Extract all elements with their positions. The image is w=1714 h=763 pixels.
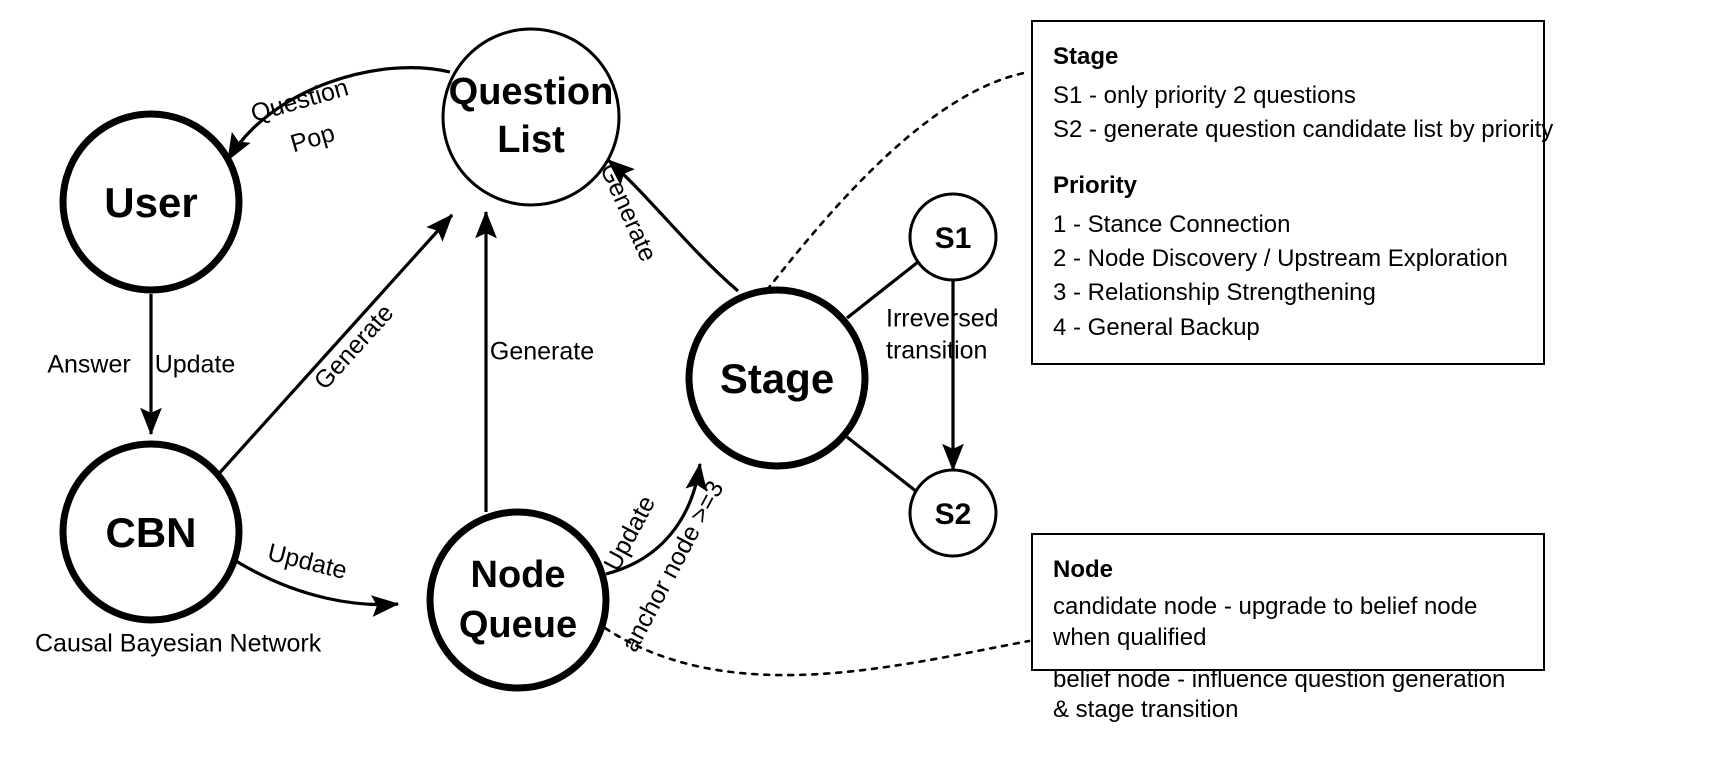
stage-info-line-s2: S2 - generate question candidate list by…: [1053, 116, 1554, 144]
edge-label-generate-cbn: Generate: [309, 299, 400, 395]
stage-info-box: Stage S1 - only priority 2 questions S2 …: [1031, 20, 1554, 365]
node-s1[interactable]: [908, 192, 998, 282]
node-info-box: Node candidate node - upgrade to belief …: [1031, 533, 1545, 723]
edge-stage-to-question-list: [606, 158, 740, 293]
stage-info-line-s1: S1 - only priority 2 questions: [1053, 82, 1356, 110]
priority-info-line-3: 3 - Relationship Strengthening: [1053, 279, 1376, 307]
edge-label-question: Question: [248, 73, 352, 127]
stage-info-title: Stage: [1053, 43, 1119, 70]
node-cbn[interactable]: [59, 440, 243, 624]
edge-label-update-cbn-node-queue: Update: [265, 538, 350, 585]
edge-question-pop: [226, 66, 451, 162]
node-info-line-belief: belief node - influence question generat…: [1053, 665, 1506, 724]
edge-label-answer: Answer: [47, 351, 130, 379]
node-stage[interactable]: [685, 286, 869, 470]
edge-stage-to-s2: [846, 435, 918, 494]
edge-label-pop: Pop: [287, 119, 337, 158]
edge-label-generate-node-queue: Generate: [490, 338, 594, 366]
node-s1-label: S1: [935, 222, 972, 255]
priority-info-line-2: 2 - Node Discovery / Upstream Exploratio…: [1053, 245, 1508, 273]
priority-info-title: Priority: [1053, 172, 1138, 200]
edge-label-update-user-cbn: Update: [155, 351, 236, 379]
node-user[interactable]: [59, 110, 243, 294]
node-node-queue-label-line2: Queue: [459, 604, 577, 646]
edge-label-update-node-queue-stage: Update: [598, 491, 661, 575]
edge-label-irreversed-line1: Irreversed: [886, 305, 999, 333]
node-s2-label: S2: [935, 498, 972, 531]
node-info-title: Node: [1053, 556, 1113, 583]
node-stage-label: Stage: [720, 355, 834, 402]
node-question-list-label-line1: Question: [449, 71, 614, 113]
callout-node-queue-to-info: [603, 626, 1031, 677]
node-node-queue-label-line1: Node: [471, 554, 566, 596]
cbn-caption: Causal Bayesian Network: [35, 630, 322, 658]
callout-stage-to-info: [765, 70, 1031, 292]
node-info-line-candidate: candidate node - upgrade to belief node …: [1053, 593, 1478, 651]
node-info-spacer: [1053, 654, 1521, 665]
node-user-label: User: [104, 179, 197, 226]
node-cbn-label: CBN: [106, 509, 197, 556]
edge-cbn-to-node-queue: [235, 559, 400, 617]
edge-label-generate-stage: Generate: [594, 159, 662, 266]
priority-info-line-4: 4 - General Backup: [1053, 313, 1260, 341]
priority-info-line-1: 1 - Stance Connection: [1053, 211, 1291, 239]
node-node-queue[interactable]: [426, 508, 610, 692]
edge-node-queue-to-stage: [605, 462, 708, 576]
node-question-list-label-line2: List: [497, 119, 565, 161]
stage-info-spacer: [1053, 147, 1521, 169]
node-s2[interactable]: [908, 468, 998, 558]
edge-stage-to-s1: [846, 260, 919, 320]
edge-cbn-to-question-list: [213, 213, 454, 480]
edge-label-irreversed-line2: transition: [886, 337, 987, 365]
node-question-list[interactable]: [441, 27, 621, 207]
